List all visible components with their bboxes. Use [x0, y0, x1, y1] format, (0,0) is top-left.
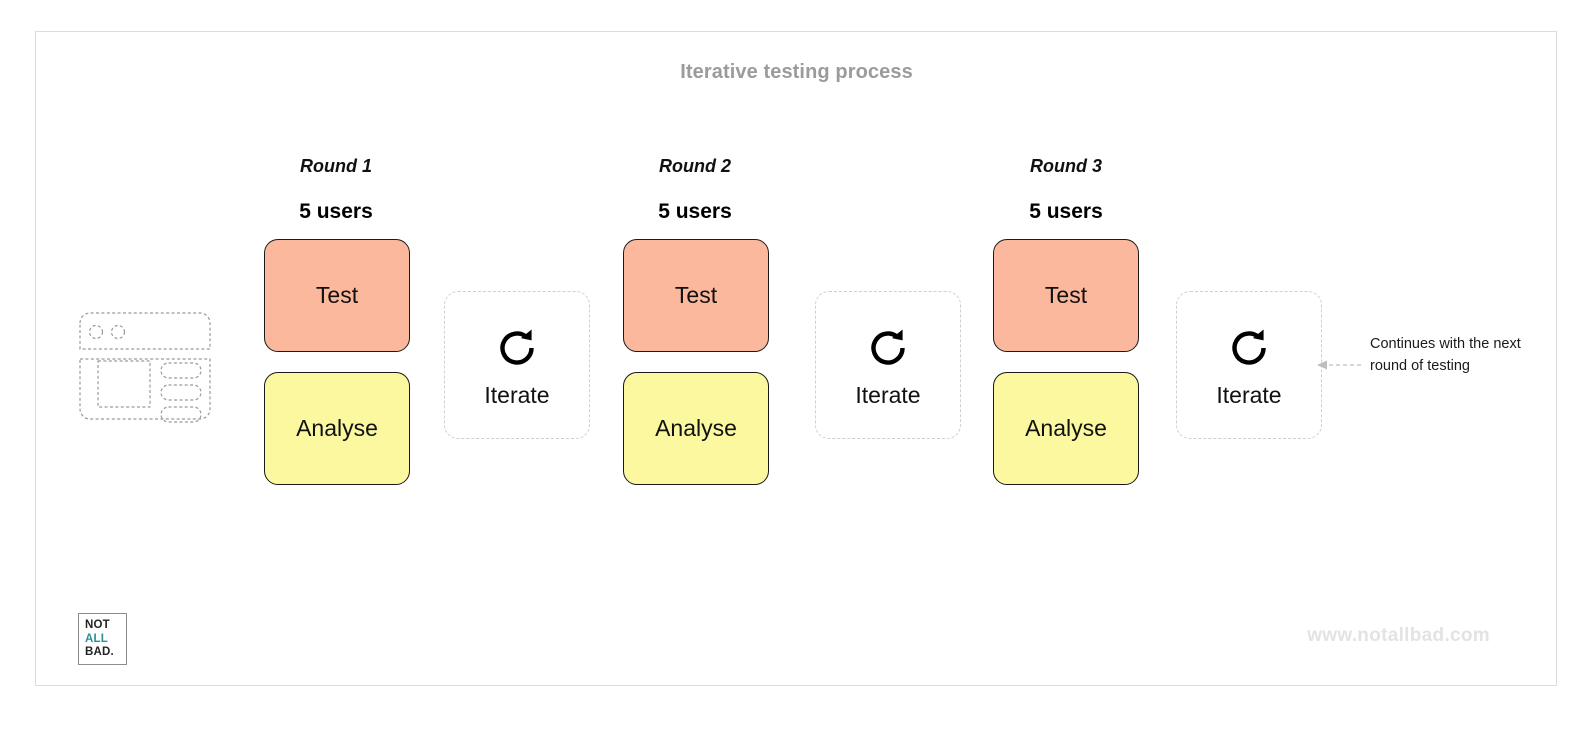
logo: NOT ALL BAD. [78, 613, 127, 665]
users-label: 5 users [1029, 200, 1103, 223]
iterate-box-2[interactable]: Iterate [815, 291, 961, 439]
round-label: Round 3 [1030, 156, 1102, 176]
column-header-round-1: Round 1 5 users [236, 155, 436, 225]
iterate-label: Iterate [855, 382, 921, 408]
iterate-label: Iterate [1216, 382, 1282, 408]
test-box-round-3[interactable]: Test [993, 239, 1139, 352]
logo-line-2: ALL [85, 632, 108, 645]
logo-line-3: BAD. [85, 646, 114, 658]
rotate-refresh-icon [1223, 322, 1275, 374]
iterate-box-3[interactable]: Iterate [1176, 291, 1322, 439]
footer-url: www.notallbad.com [1307, 625, 1490, 646]
analyse-box-label: Analyse [655, 415, 737, 441]
iterate-box-1[interactable]: Iterate [444, 291, 590, 439]
iterate-label: Iterate [484, 382, 550, 408]
column-header-round-3: Round 3 5 users [966, 155, 1166, 225]
wireframe-prototype-icon [77, 303, 213, 431]
round-label: Round 1 [300, 156, 372, 176]
users-label: 5 users [299, 200, 373, 223]
dashed-arrow-right-icon [1313, 358, 1363, 370]
analyse-box-label: Analyse [296, 415, 378, 441]
users-label: 5 users [658, 200, 732, 223]
analyse-box-label: Analyse [1025, 415, 1107, 441]
test-box-round-1[interactable]: Test [264, 239, 410, 352]
rotate-refresh-icon [862, 322, 914, 374]
test-box-label: Test [1044, 282, 1088, 308]
analyse-box-round-3[interactable]: Analyse [993, 372, 1139, 485]
analyse-box-round-2[interactable]: Analyse [623, 372, 769, 485]
test-box-label: Test [315, 282, 359, 308]
analyse-box-round-1[interactable]: Analyse [264, 372, 410, 485]
page-title: Iterative testing process [680, 61, 913, 83]
rotate-refresh-icon [491, 322, 543, 374]
test-box-round-2[interactable]: Test [623, 239, 769, 352]
round-label: Round 2 [659, 156, 731, 176]
continuation-note: Continues with the next round of testing [1370, 336, 1521, 374]
logo-line-1: NOT [85, 619, 110, 631]
column-header-round-2: Round 2 5 users [595, 155, 795, 225]
test-box-label: Test [674, 282, 718, 308]
